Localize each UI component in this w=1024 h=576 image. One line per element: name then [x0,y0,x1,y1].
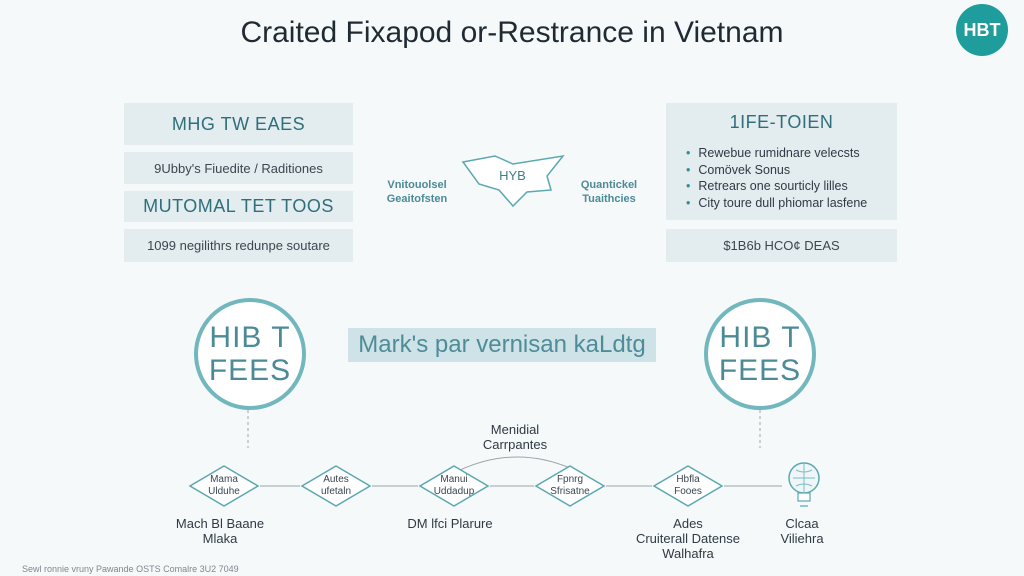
left-header-top: MHG TW EAES [124,103,353,145]
left-subtitle-bottom: 1099 negilithrs redunpe soutare [124,229,353,262]
right-header: 1IFE-TOIEN [666,103,897,141]
right-list-item: City toure dull phiomar lasfene [686,195,897,212]
center-banner: Mark's par vernisan kaLdtg [348,328,656,362]
map-right-label: Quantickel Tuaithcies [580,179,638,205]
right-feature-list: Rewebue rumidnare velecsts Comövek Sonus… [666,141,897,220]
hbt-logo: HBT [956,4,1008,56]
right-subtitle: $1B6b HCO¢ DEAS [666,229,897,262]
map-label: HYB [499,168,526,183]
flow-caption: DM lfci Plarure [407,516,493,531]
right-list-item: Comövek Sonus [686,162,897,179]
footer-note: Sewl ronnie vruny Pawande OSTS Comalre 3… [22,564,239,574]
flow-top-label: Menidial Carrpantes [482,422,548,452]
diagram-title: Craited Fixapod or-Restrance in Vietnam [240,16,784,49]
right-list-item: Rewebue rumidnare velecsts [686,145,897,162]
left-fees-circle: HIB T FEES [194,298,306,410]
right-fees-circle: HIB T FEES [704,298,816,410]
map-outline-icon [461,154,565,208]
left-subtitle-top: 9Ubby's Fiuedite / Raditiones [124,152,353,184]
left-header-bottom: MUTOMAL TET TOOS [124,191,353,222]
map-left-label: Vnitouolsel Geaitofsten [386,179,448,205]
lightbulb-icon [788,462,820,507]
right-list-item: Retrears one sourticly lilles [686,178,897,195]
